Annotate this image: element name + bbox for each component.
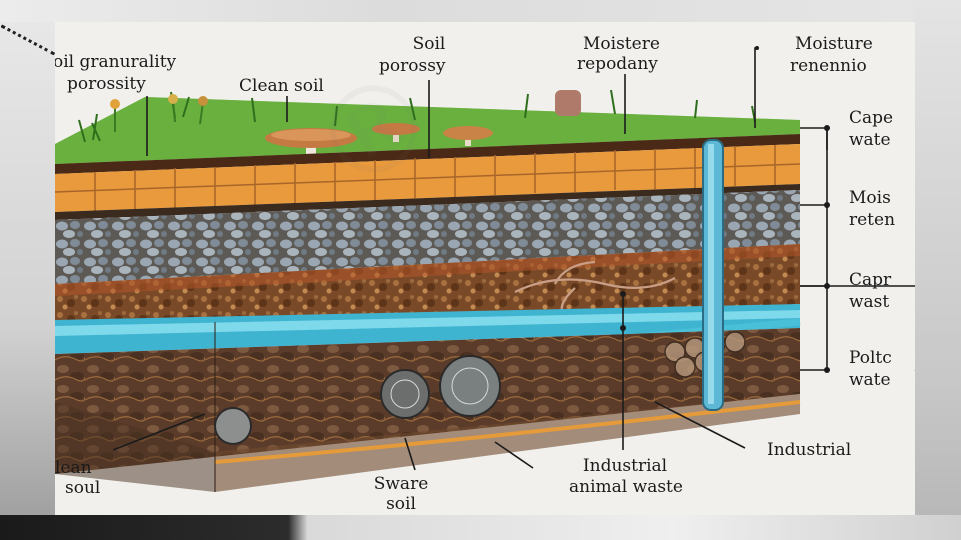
label-polt: Poltc (849, 348, 892, 368)
label-moistere: Moistere (583, 34, 660, 54)
label-wast: wast (849, 292, 890, 312)
label-mois: Mois (849, 188, 891, 208)
desk-bottom (0, 515, 961, 540)
label-industrial: Industrial (582, 456, 668, 476)
label-soil: Soil (412, 34, 446, 54)
waste-discs (214, 355, 501, 445)
label-sware-soil: soil (386, 494, 416, 514)
label-cape-wate: wate (849, 130, 891, 150)
diagram-card: ® oil granurality porossity Clean soil S… (55, 22, 915, 515)
label-industrial-right: Industrial (767, 440, 852, 460)
plants (110, 94, 208, 132)
critter (555, 90, 581, 116)
label-clean-soil: Clean soil (239, 76, 324, 96)
soil-cross-section (55, 46, 915, 492)
label-porossity: porossity (67, 74, 146, 94)
label-sware: Sware (373, 474, 429, 494)
label-lean: lean (55, 458, 92, 478)
grass-blades (78, 89, 756, 143)
label-animal-waste: animal waste (569, 477, 683, 497)
orange-vein (214, 400, 801, 464)
desk-top (0, 0, 961, 22)
label-moisture: Moisture (795, 34, 873, 54)
label-renennio: renennio (790, 56, 867, 76)
label-cape: Cape (849, 108, 894, 128)
label-soul: soul (65, 478, 101, 498)
desk-left (0, 0, 60, 540)
gravel-layer (55, 190, 800, 284)
topsoil-band (55, 134, 800, 174)
grass-surface (55, 97, 800, 164)
label-polt-wate: wate (849, 370, 891, 390)
label-soil-granularity: oil granurality (55, 52, 177, 72)
label-repodany: repodany (577, 54, 658, 74)
label-capr: Capr (849, 270, 892, 290)
label-reten: reten (849, 210, 896, 230)
desk-right (913, 0, 961, 540)
label-porossy: porossy (379, 56, 446, 76)
